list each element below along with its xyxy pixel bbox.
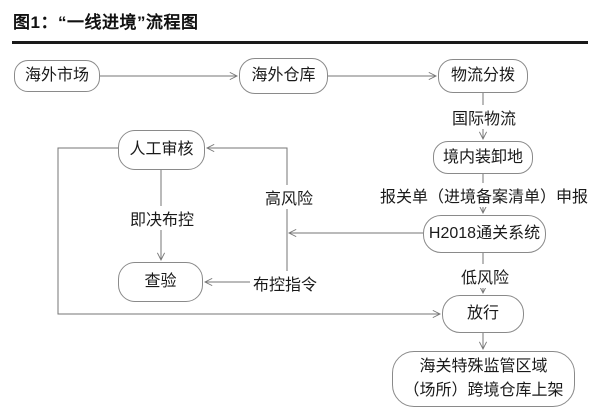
node-h2018-customs-system: H2018通关系统 (423, 215, 546, 253)
node-logistics-sorting: 物流分拨 (438, 59, 528, 93)
edge-label-instant-control: 即决布控 (126, 206, 198, 230)
node-inspection: 查验 (118, 262, 203, 302)
node-manual-review: 人工审核 (118, 130, 205, 170)
node-label: 物流分拨 (450, 67, 515, 84)
edge-label-customs-declaration: 报关单（进境备案清单）申报 (376, 183, 592, 207)
node-label: 海外市场 (24, 67, 89, 84)
node-label: 放行 (466, 305, 499, 322)
title-rule (12, 41, 588, 44)
node-label: 查验 (144, 273, 177, 290)
node-label: 人工审核 (129, 141, 194, 158)
node-label-line-2: （场所）跨境仓库上架 (403, 382, 564, 399)
node-domestic-unloading-site: 境内装卸地 (433, 141, 533, 174)
node-release: 放行 (442, 295, 524, 333)
node-special-supervision-warehouse-shelving: 海关特殊监管区域 （场所）跨境仓库上架 (392, 351, 575, 407)
node-label-line-1: 海关特殊监管区域 (419, 358, 548, 375)
edge-label-control-instruction: 布控指令 (249, 271, 321, 295)
edge-label-high-risk: 高风险 (261, 185, 317, 209)
figure-title: 图1：“一线进境”流程图 (13, 13, 199, 32)
node-label: H2018通关系统 (428, 225, 541, 242)
node-overseas-market: 海外市场 (14, 60, 100, 92)
node-label: 境内装卸地 (442, 148, 523, 166)
edge-label-low-risk: 低风险 (457, 264, 513, 288)
node-label: 海外仓库 (251, 67, 316, 84)
node-overseas-warehouse: 海外仓库 (239, 58, 328, 94)
edge-label-international-logistics: 国际物流 (448, 105, 520, 129)
edge-manual-review-to-release (57, 147, 442, 319)
